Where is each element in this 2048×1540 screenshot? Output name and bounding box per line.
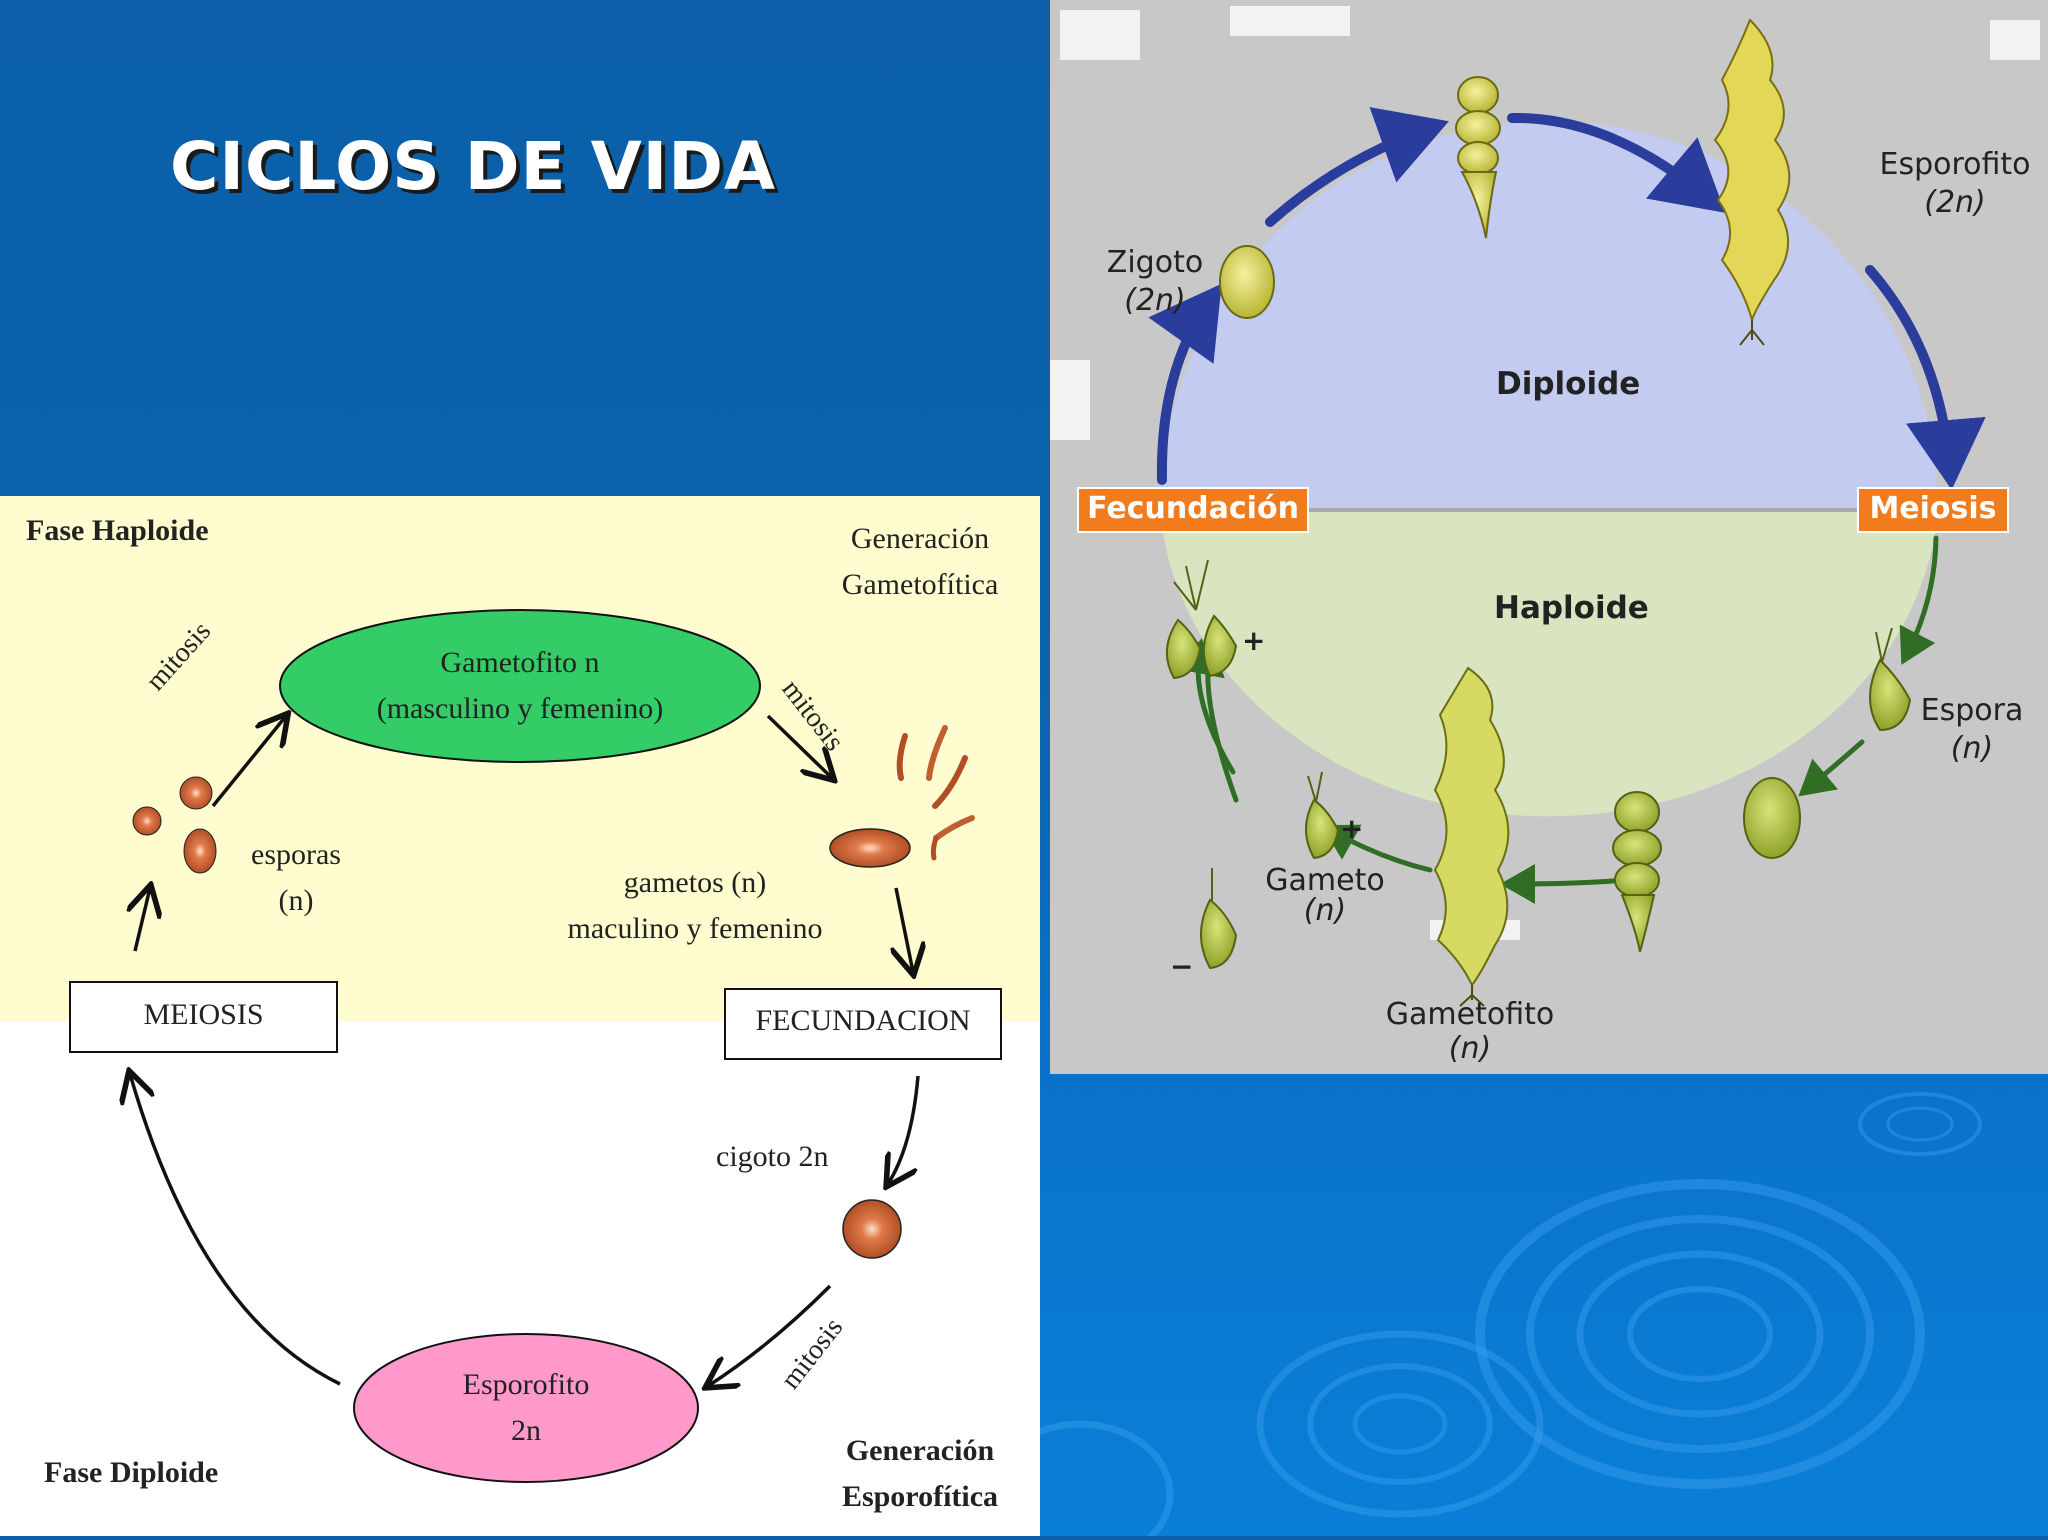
gen-gametophytic-label: Generación Gametofítica <box>810 516 1030 608</box>
gametophyte-label: Gametofito n (masculino y femenino) <box>300 640 740 732</box>
gamete-label-right: Gameto (n) <box>1250 866 1400 926</box>
fecundation-box <box>724 988 1002 1060</box>
ripple-decoration <box>1040 1092 1982 1536</box>
left-diagram-panel: Fase Haploide Fase Diploide Generación G… <box>0 496 1040 1536</box>
gametophyte-name: Gametofito <box>1385 997 1555 1032</box>
diploid-cycle-arrow <box>1148 107 1986 490</box>
zygote-label-right: Zigoto (2n) <box>1090 244 1220 320</box>
plus-sign-2: + <box>1340 812 1364 845</box>
spores-line1: esporas <box>251 838 341 871</box>
young-gametophyte-organism <box>1612 791 1662 953</box>
gametophyte-label-right: Gametofito (n) <box>1350 998 1590 1066</box>
sporophyte-label: Esporofito 2n <box>396 1362 656 1454</box>
zygote-ploidy: (2n) <box>1124 283 1186 318</box>
right-cycle-diagram <box>1050 6 2040 1007</box>
gen-sporophytic-line2: Esporofítica <box>841 1480 999 1513</box>
gamete-plus-organism <box>1305 771 1340 860</box>
gen-sporophytic-label: Generación Esporofítica <box>820 1428 1020 1520</box>
gametangia-organism <box>1165 559 1238 680</box>
cycle-arrows <box>130 716 918 1386</box>
gen-gametophytic-line1: Generación <box>850 522 990 555</box>
slide-title: CICLOS DE VIDA <box>170 128 777 205</box>
young-sporophyte-organism <box>1455 76 1501 239</box>
gametophyte-organism <box>1433 666 1510 987</box>
gametes-line2: maculino y femenino <box>567 912 823 945</box>
left-cycle-diagram <box>0 496 1040 1483</box>
zygote-name: Zigoto <box>1106 245 1204 280</box>
spore-label-right: Espora (n) <box>1902 692 2042 768</box>
sporophyte-label-right: Esporofito (2n) <box>1865 146 2045 222</box>
gamete-ploidy: (n) <box>1303 893 1347 928</box>
fecundation-box-label: FECUNDACION <box>755 1004 971 1037</box>
gen-sporophytic-line1: Generación <box>845 1434 995 1467</box>
haploid-label: Haploide <box>1494 590 1649 626</box>
gametes-label: gametos (n) maculino y femenino <box>530 860 860 952</box>
sporophyte-ellipse <box>353 1333 699 1483</box>
meiosis-tag <box>1857 487 2009 533</box>
spores-line2: (n) <box>278 884 314 917</box>
sporophyte-line1: Esporofito <box>462 1368 590 1401</box>
phase-diploid-label: Fase Diploide <box>44 1456 219 1489</box>
gen-gametophytic-line2: Gametofítica <box>841 568 999 601</box>
fecundation-tag-label: Fecundación <box>1087 491 1299 526</box>
haploid-half <box>1160 510 1938 817</box>
spore-name: Espora <box>1920 693 2024 728</box>
diploid-label: Diploide <box>1496 366 1641 402</box>
gametophyte-line2: (masculino y femenino) <box>376 692 664 725</box>
fecundation-tag <box>1077 487 1309 533</box>
spore-ploidy: (n) <box>1950 731 1994 766</box>
sporophyte-ploidy: (2n) <box>1924 185 1986 220</box>
sporophyte-line2: 2n <box>511 1414 541 1447</box>
gametes-cells <box>829 725 975 868</box>
spore-organism <box>1869 627 1912 732</box>
phase-haploid-label: Fase Haploide <box>26 514 209 547</box>
zygote-cell <box>842 1199 902 1259</box>
gametophyte-line1: Gametofito n <box>440 646 600 679</box>
gametes-line1: gametos (n) <box>623 866 767 899</box>
meiosis-box <box>69 981 338 1053</box>
germinating-spore-organism <box>1743 777 1801 859</box>
gametophyte-ploidy: (n) <box>1448 1031 1492 1066</box>
zygote-organism <box>1219 245 1275 319</box>
gamete-minus-organism <box>1200 868 1238 970</box>
diploid-half <box>1160 121 1938 510</box>
spores-label: esporas (n) <box>232 832 360 924</box>
gametophyte-ellipse <box>279 609 761 763</box>
gamete-name: Gameto <box>1265 863 1385 898</box>
plus-sign-1: + <box>1242 624 1266 657</box>
sporophyte-name: Esporofito <box>1879 147 2031 182</box>
meiosis-tag-label: Meiosis <box>1869 491 1997 526</box>
zygote-label: cigoto 2n <box>716 1140 829 1173</box>
minus-sign: − <box>1170 950 1194 983</box>
meiosis-box-label: MEIOSIS <box>143 998 264 1031</box>
spores-cells <box>132 776 217 874</box>
right-diagram-panel: Fecundación Meiosis Diploide Haploide Zi… <box>1050 0 2048 1074</box>
